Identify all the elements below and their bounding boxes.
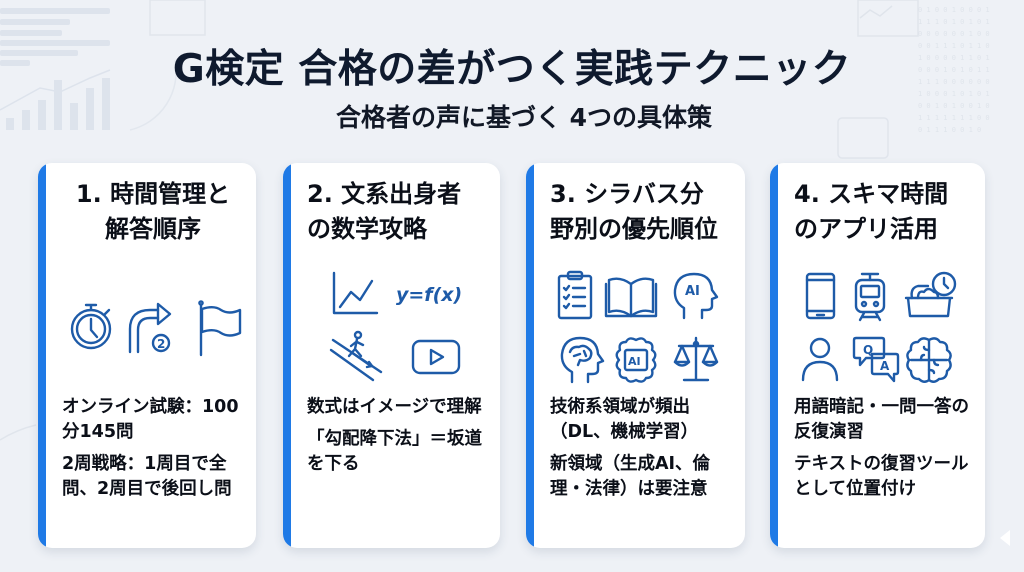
svg-text:A: A: [880, 359, 890, 373]
svg-text:AI: AI: [685, 284, 700, 299]
card-math-strategy: 2. 文系出身者 の数学攻略 y=f(x) 数式はイメージで理解: [283, 163, 500, 548]
qa-bubbles-icon: Q A: [852, 336, 900, 383]
svg-text:Q: Q: [863, 343, 873, 357]
lunchbox-clock-icon: [904, 271, 957, 318]
stopwatch-icon: [70, 303, 112, 350]
card-title: 2. 文系出身者 の数学攻略: [307, 180, 462, 243]
puzzle-brain-icon: [906, 337, 952, 383]
svg-text:1 1 1 0 1 0 1 0 1: 1 1 1 0 1 0 1 0 1: [918, 18, 990, 26]
smartphone-icon: [805, 272, 836, 320]
icon-grid: y=f(x): [291, 268, 500, 388]
ai-chip-icon: AI: [615, 337, 657, 383]
clipboard-checklist-icon: [557, 270, 593, 320]
svg-text:AI: AI: [628, 355, 641, 368]
card-title: 4. スキマ時間 のアプリ活用: [794, 180, 949, 243]
ai-head-icon: AI: [673, 272, 719, 320]
card-body: 数式はイメージで理解 「勾配降下法」＝坂道を下る: [307, 395, 490, 484]
card-app-usage: 4. スキマ時間 のアプリ活用: [770, 163, 985, 548]
card-body: 技術系領域が頻出（DL、機械学習） 新領域（生成AI、倫理・法律）は要注意: [550, 395, 735, 509]
point-2: テキストの復習ツールとして位置付け: [794, 454, 969, 499]
person-icon: [801, 337, 839, 382]
formula-icon: y=f(x): [396, 284, 462, 306]
video-play-icon: [411, 339, 461, 375]
flag-icon: [198, 300, 242, 357]
point-2: 2周戦略：1周目で全問、2周目で後回し問: [62, 454, 232, 499]
card-body: 用語暗記・一問一答の反復演習 テキストの復習ツールとして位置付け: [794, 395, 975, 509]
line-chart-icon: [332, 271, 379, 315]
svg-text:0 0 0 0 0 0 1 0 0: 0 0 0 0 0 0 1 0 0: [918, 30, 990, 38]
point-2: 「勾配降下法」＝坂道を下る: [307, 429, 482, 474]
card-syllabus-priority: 3. シラバス分 野別の優先順位 AI: [526, 163, 745, 548]
point-1: オンライン試験：100分145問: [62, 397, 239, 442]
scales-icon: [673, 336, 719, 382]
card-body: オンライン試験：100分145問 2周戦略：1周目で全問、2周目で後回し問: [62, 395, 246, 509]
point-1: 技術系領域が頻出（DL、機械学習）: [550, 397, 699, 442]
train-icon: [854, 272, 886, 322]
svg-text:2: 2: [157, 337, 165, 351]
point-1: 用語暗記・一問一答の反復演習: [794, 397, 969, 442]
page-subtitle: 合格者の声に基づく 4つの具体策: [335, 103, 713, 132]
page-title: G検定 合格の差がつく実践テクニック: [172, 47, 852, 92]
card-title: 1. 時間管理と 解答順序: [75, 180, 231, 243]
turn-arrow-2-icon: 2: [128, 302, 172, 354]
walking-downhill-icon: [329, 330, 383, 382]
point-1: 数式はイメージで理解: [307, 397, 482, 417]
point-2: 新領域（生成AI、倫理・法律）は要注意: [550, 454, 711, 499]
open-book-icon: [604, 277, 658, 318]
svg-text:0 1 0 0 1 0 0 0 1: 0 1 0 0 1 0 0 0 1: [918, 6, 990, 14]
icon-grid: Q A: [778, 270, 985, 390]
icon-grid: AI AI: [534, 270, 745, 390]
card-time-management: 1. 時間管理と 解答順序 2: [38, 163, 256, 548]
brain-head-icon: [560, 336, 605, 384]
icon-row: 2: [46, 295, 256, 357]
card-title: 3. シラバス分 野別の優先順位: [550, 180, 718, 243]
